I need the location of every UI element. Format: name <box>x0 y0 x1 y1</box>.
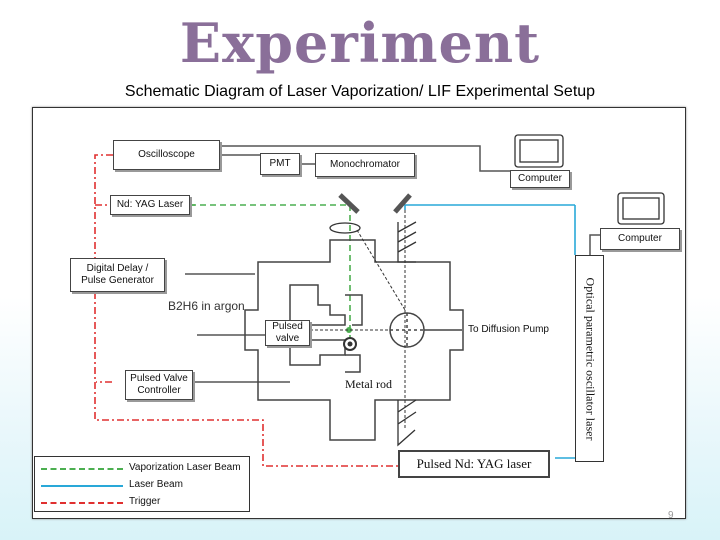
legend-swatch-laser-beam <box>41 485 123 487</box>
pmt-label: PMT <box>269 158 291 169</box>
ndyag-laser-box: Nd: YAG Laser <box>110 195 190 215</box>
legend-swatch-vaporization <box>41 468 123 470</box>
computer-right-label: Computer <box>618 233 662 244</box>
gas-label: B2H6 in argon <box>168 299 245 313</box>
pulsed-ndyag-box: Pulsed Nd: YAG laser <box>398 450 550 478</box>
opo-laser-box: Optical parametric oscillator laser <box>575 255 604 462</box>
valve-controller-box: Pulsed Valve Controller <box>125 370 193 400</box>
legend-label-vaporization: Vaporization Laser Beam <box>129 462 241 473</box>
valve-controller-label-2: Controller <box>137 385 181 396</box>
legend: Vaporization Laser Beam Laser Beam Trigg… <box>34 456 250 512</box>
legend-item-trigger: Trigger <box>35 495 251 509</box>
monochromator-label: Monochromator <box>329 159 401 170</box>
pulsed-valve-label-1: Pulsed <box>272 321 303 332</box>
ndyag-laser-label: Nd: YAG Laser <box>116 199 184 210</box>
slide-title: Experiment <box>179 11 541 75</box>
valve-controller-label-1: Pulsed Valve <box>130 373 188 384</box>
pmt-box: PMT <box>260 153 300 175</box>
pulsed-valve-box: Pulsed valve <box>265 320 310 346</box>
oscilloscope-box: Oscilloscope <box>113 140 220 170</box>
legend-label-trigger: Trigger <box>129 496 161 507</box>
oscilloscope-label: Oscilloscope <box>138 149 195 160</box>
delay-generator-label-2: Pulse Generator <box>81 275 154 286</box>
monochromator-box: Monochromator <box>315 153 415 177</box>
diffusion-pump-label: To Diffusion Pump <box>468 324 549 335</box>
slide-subtitle: Schematic Diagram of Laser Vaporization/… <box>124 83 596 100</box>
legend-item-vaporization: Vaporization Laser Beam <box>35 461 251 475</box>
delay-generator-box: Digital Delay / Pulse Generator <box>70 258 165 292</box>
delay-generator-label-1: Digital Delay / <box>86 263 149 274</box>
opo-laser-label: Optical parametric oscillator laser <box>583 277 597 440</box>
pulsed-ndyag-label: Pulsed Nd: YAG laser <box>416 456 532 471</box>
computer-top-label: Computer <box>518 173 562 184</box>
legend-swatch-trigger <box>41 502 123 504</box>
computer-top-box: Computer <box>510 170 570 188</box>
computer-right-box: Computer <box>600 228 680 250</box>
page-number: 9 <box>668 510 674 521</box>
metal-rod-label: Metal rod <box>345 377 392 391</box>
legend-item-laser-beam: Laser Beam <box>35 478 251 492</box>
pulsed-valve-label-2: valve <box>275 333 300 344</box>
legend-label-laser-beam: Laser Beam <box>129 479 183 490</box>
